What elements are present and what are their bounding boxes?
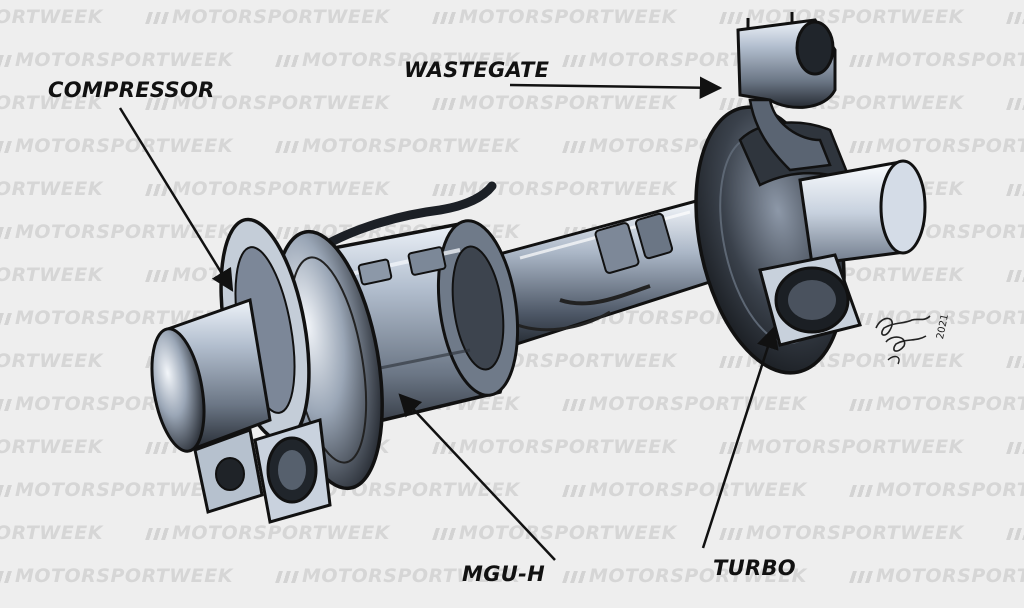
turbo-arrow xyxy=(701,325,779,549)
watermark-text: MOTORSPORTWEEK xyxy=(564,479,807,501)
watermark-text: MOTORSPORTWEEK xyxy=(851,565,1024,587)
watermark-text: MOTORSPORTWEEK xyxy=(0,522,103,544)
watermark-text: MOTORSPORTWEEK xyxy=(0,6,103,28)
turbine-housing xyxy=(694,105,927,375)
watermark-text: MOTORSPORTWEEK xyxy=(0,92,103,114)
watermark-text: MOTORSPORTWEEK xyxy=(0,436,103,458)
wastegate-valve xyxy=(736,12,837,172)
watermark-text: MOTORSPORTWEEK xyxy=(851,393,1024,415)
watermark-text: MOTORSPORTWEEK xyxy=(851,49,1024,71)
watermark-text: MOTORSPORTWEEK xyxy=(0,49,233,71)
watermark-text: MOTORSPORTWEEK xyxy=(147,522,390,544)
turbo-label: TURBO xyxy=(713,556,796,580)
watermark-row: MOTORSPORTWEEK MOTORSPORTWEEK MOTORSPORTWE… xyxy=(0,522,1024,544)
watermark-text: MOTORSPORTWEEK xyxy=(0,565,233,587)
watermark-text: MOTORSPORTWEEK xyxy=(147,178,390,200)
watermark-text: MOTORSPORTWEEK xyxy=(0,178,103,200)
wastegate-arrow xyxy=(509,76,723,99)
watermark-text: MOTORSPORTWEEK xyxy=(434,436,677,458)
artist-signature xyxy=(875,315,931,365)
watermark-text: MOTORSPORTWEEK xyxy=(434,178,677,200)
watermark-text: MOTORSPORTWEEK xyxy=(0,221,233,243)
watermark-text: MOTORSPORTWEEK xyxy=(0,264,103,286)
compressor-label: COMPRESSOR xyxy=(48,78,215,102)
watermark-text: MOTORSPORTWEEK xyxy=(147,92,390,114)
watermark-text: MOTORSPORTWEEK xyxy=(434,522,677,544)
watermark-text: MOTORSPORTWEEK xyxy=(277,135,520,157)
watermark-text: MOTORSPORTWEEK xyxy=(0,135,233,157)
watermark-text: MOTORSPORTWEEK xyxy=(0,479,233,501)
watermark-text: MOTORSPORTWEEK xyxy=(851,479,1024,501)
watermark-text: MOTORSPORTWEEK xyxy=(277,49,520,71)
mgu-h-arrow xyxy=(398,393,556,561)
watermark-text: MOTORSPORTWEEK xyxy=(564,565,807,587)
wastegate-label: WASTEGATE xyxy=(404,58,550,82)
watermark-text: MOTORSPORTWEEK xyxy=(277,565,520,587)
watermark-text: MOTORSPORTWEEK xyxy=(851,307,1024,329)
watermark-text: MOTORSPORTWEEK xyxy=(721,522,964,544)
watermark-text: MOTORSPORTWEEK xyxy=(0,307,233,329)
watermark-text: MOTORSPORTWEEK xyxy=(434,6,677,28)
watermark-text: MOTORSPORTWEEK xyxy=(0,350,103,372)
watermark-text: MOTORSPORTWEEK xyxy=(851,135,1024,157)
compressor-arrow xyxy=(118,107,234,292)
watermark-row: MOTORSPORTWEEK MOTORSPORTWEEK MOTORSPORTWE… xyxy=(0,565,1024,587)
compressor-housing xyxy=(150,217,384,524)
watermark-text: MOTORSPORTWEEK xyxy=(434,92,677,114)
mgu-h-label: MGU-H xyxy=(462,562,545,586)
watermark-text: MOTORSPORTWEEK xyxy=(721,436,964,458)
watermark-row: MOTORSPORTWEEK MOTORSPORTWEEK MOTORSPORTWE… xyxy=(0,49,1024,71)
watermark-text: MOTORSPORTWEEK xyxy=(147,6,390,28)
watermark-row: MOTORSPORTWEEK MOTORSPORTWEEK MOTORSPORTWE… xyxy=(0,479,1024,501)
